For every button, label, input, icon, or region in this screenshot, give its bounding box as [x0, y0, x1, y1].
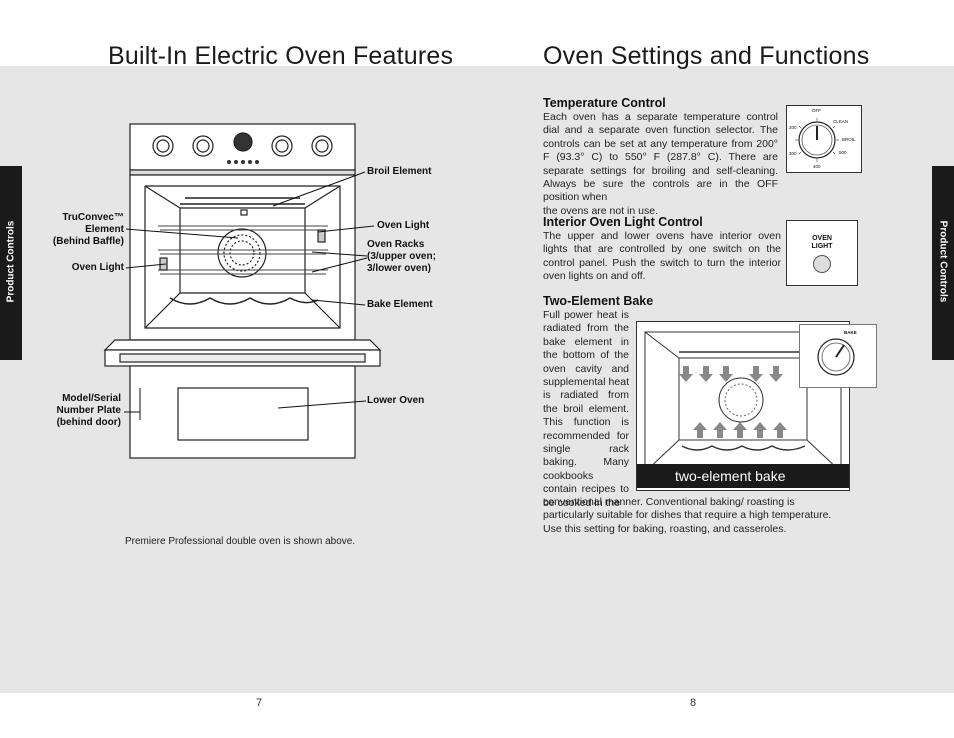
oven-light-switch-line2: LIGHT [811, 243, 833, 250]
label-oven-light-left: Oven Light [71, 262, 124, 273]
label-oven-racks-line3: 3/lower oven) [367, 263, 431, 274]
label-truconvec-line3: (Behind Baffle) [52, 236, 124, 247]
label-truconvec-line2: Element [85, 224, 124, 235]
label-truconvec: TruConvec™ Element (Behind Baffle) [40, 212, 124, 248]
text-temperature-body: Each oven has a separate temperature con… [543, 111, 778, 204]
mode-dial-inset: BAKE [799, 324, 877, 388]
text-temperature-control: Each oven has a separate temperature con… [543, 111, 778, 218]
label-model-line3: (behind door) [56, 417, 121, 428]
label-oven-racks: Oven Racks (3/upper oven; 3/lower oven) [367, 239, 436, 275]
text-interior-light: The upper and lower ovens have interior … [543, 230, 781, 283]
two-element-bake-caption: two-element bake [637, 464, 849, 488]
text-temperature-body-last: the ovens are not in use. [543, 204, 658, 217]
label-model-line2: Number Plate [56, 405, 121, 416]
dial-label-500: 500 [839, 150, 847, 155]
label-oven-racks-line2: (3/upper oven; [367, 251, 436, 262]
label-bake-element: Bake Element [367, 299, 433, 310]
text-two-element-bake-wide: conventional manner. Conventional baking… [543, 496, 832, 535]
page-number-right: 8 [690, 697, 697, 709]
right-page-title: Oven Settings and Functions [543, 42, 870, 70]
dial-label-200: 200 [789, 125, 797, 130]
dial-label-300: 300 [789, 151, 797, 156]
two-element-bake-illustration: BAKE two-element bake [636, 321, 877, 491]
temperature-dial-figure: OFF CLEAN BROIL 200 300 500 400 [786, 105, 862, 173]
dial-label-clean: CLEAN [833, 119, 849, 124]
label-truconvec-line1: TruConvec™ [62, 212, 124, 223]
heading-interior-light: Interior Oven Light Control [543, 215, 703, 229]
text-two-element-bake-narrow: Full power heat is radiated from the bak… [543, 309, 629, 509]
left-page-title: Built-In Electric Oven Features [108, 42, 454, 70]
label-oven-light-right: Oven Light [377, 220, 430, 231]
oven-light-switch-button[interactable] [813, 255, 831, 273]
dial-label-400: 400 [813, 164, 821, 169]
heading-temperature-control: Temperature Control [543, 96, 666, 110]
mode-dial-bake-label: BAKE [844, 330, 857, 335]
label-model-line1: Model/Serial [62, 393, 121, 404]
label-broil-element: Broil Element [367, 166, 432, 177]
dial-label-off: OFF [812, 108, 821, 113]
dial-label-broil: BROIL [842, 137, 856, 142]
double-oven-diagram [103, 123, 382, 459]
label-lower-oven: Lower Oven [367, 395, 425, 406]
oven-light-switch-label: OVEN LIGHT [787, 235, 857, 251]
oven-light-switch-figure: OVEN LIGHT [786, 220, 858, 286]
label-oven-racks-line1: Oven Racks [367, 239, 425, 250]
left-side-tab: Product Controls [0, 166, 22, 360]
label-model-serial: Model/Serial Number Plate (behind door) [36, 393, 121, 429]
oven-light-switch-line1: OVEN [812, 235, 832, 242]
diagram-caption: Premiere Professional double oven is sho… [125, 536, 356, 547]
heading-two-element-bake: Two-Element Bake [543, 294, 654, 308]
page-number-left: 7 [256, 697, 263, 709]
right-side-tab: Product Controls [932, 166, 954, 360]
